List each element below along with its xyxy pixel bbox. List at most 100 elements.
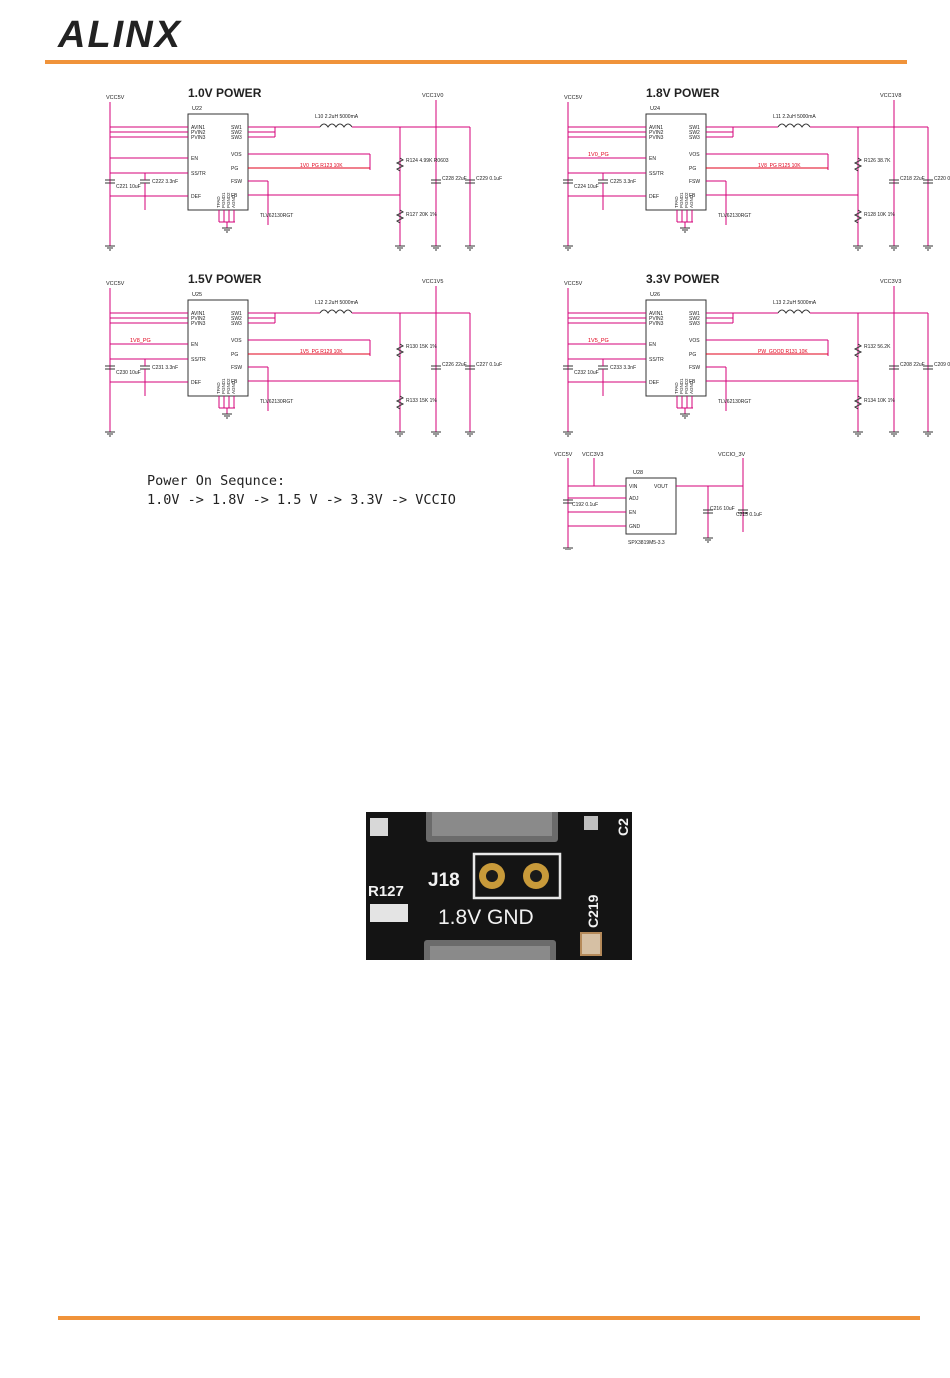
ldo-pin-adj: ADJ: [629, 496, 639, 502]
ldo-input-net-2: VCC3V3: [582, 452, 603, 458]
ic-pin-right-vos: VOS: [689, 152, 700, 158]
output-cap-2-label: C229 0.1uF: [476, 176, 502, 182]
input-net-label: VCC5V: [106, 95, 125, 101]
ic-pin-right-sw3: SW3: [231, 321, 242, 327]
inductor-label: L13 2.2uH 5000mA: [773, 300, 817, 306]
output-cap-1-label: C226 22uF: [442, 362, 467, 368]
input-net-label: VCC5V: [564, 281, 583, 287]
ic-pin-bottom-tpad: TPAD: [216, 196, 221, 208]
feedback-resistor-bottom-label: R128 10K 1%: [864, 212, 895, 218]
ic-pin-right-fsw: FSW: [689, 179, 700, 185]
ic-pin-right-sw1: SW1: [231, 125, 242, 131]
ic-pin-right-fb: FB: [231, 379, 238, 385]
ic-pin-right-fb: FB: [689, 193, 696, 199]
ic-pin-right-fsw: FSW: [231, 365, 242, 371]
ic-pin-left-en: EN: [649, 156, 656, 162]
alinx-logo: ALINX: [58, 14, 182, 56]
feedback-resistor-bottom-label: R133 15K 1%: [406, 398, 437, 404]
ic-pin-right-fb: FB: [689, 379, 696, 385]
ic-pin-left-pvin3: PVIN3: [191, 135, 206, 141]
ic-pin-right-vos: VOS: [231, 338, 242, 344]
silk-c2: C2: [615, 818, 631, 836]
ic-pin-right-sw2: SW2: [231, 316, 242, 322]
output-cap-1-label: C228 22uF: [442, 176, 467, 182]
ic-pin-right-sw2: SW2: [689, 316, 700, 322]
ic-pin-left-en: EN: [191, 156, 198, 162]
ic-pin-right-sw3: SW3: [231, 135, 242, 141]
footer-rule: [58, 1316, 920, 1320]
ic-refdes: U26: [650, 292, 660, 298]
output-cap-2-label: C227 0.1uF: [476, 362, 502, 368]
block-title: 1.8V POWER: [646, 86, 720, 100]
ic-refdes: U24: [650, 106, 660, 112]
silk-r127: R127: [368, 883, 404, 900]
ic-pin-left-sstr: SS/TR: [191, 171, 206, 177]
ic-pin-left-en: EN: [191, 342, 198, 348]
ic-pin-left-def: DEF: [191, 380, 201, 386]
silk-j18: J18: [428, 870, 460, 891]
smd-part-top-left: [370, 818, 388, 836]
enable-net-label: 1V5_PG: [588, 338, 609, 344]
output-cap-1-label: C208 22uF: [900, 362, 925, 368]
regulator-ic: [187, 113, 249, 211]
ic-pin-right-sw3: SW3: [689, 321, 700, 327]
feedback-resistor-bottom-label: R127 20K 1%: [406, 212, 437, 218]
ldo-input-cap-label: C192 0.1uF: [572, 502, 598, 508]
silk-c219: C219: [585, 894, 601, 928]
regulator-ic: [187, 299, 249, 397]
ic-pin-right-sw1: SW1: [689, 125, 700, 131]
input-net-label: VCC5V: [564, 95, 583, 101]
page-header: ALINX: [0, 0, 950, 70]
ic-pin-left-sstr: SS/TR: [649, 357, 664, 363]
inductor-label: L10 2.2uH 5000mA: [315, 114, 359, 120]
power-sequence-steps: 1.0V -> 1.8V -> 1.5 V -> 3.3V -> VCCIO: [147, 492, 456, 508]
input-cap-label: C224 10uF: [574, 184, 599, 190]
ic-pin-bottom-tpad: TPAD: [674, 196, 679, 208]
ic-pin-bottom-pgnd1: PGND1: [679, 192, 684, 208]
silk-1v8-gnd: 1.8V GND: [438, 906, 534, 929]
ic-pin-bottom-agnd: AGND: [689, 194, 694, 208]
ldo-ic: [625, 477, 677, 535]
ic-pin-bottom-pgnd2: PGND2: [684, 192, 689, 208]
output-net-label: VCC3V3: [880, 279, 901, 285]
inductor-symbol: [319, 123, 353, 128]
ic-part-number: TLV62130RGT: [718, 213, 751, 219]
ic-refdes: U25: [192, 292, 202, 298]
ic-pin-right-fb: FB: [231, 193, 238, 199]
ic-pin-left-def: DEF: [191, 194, 201, 200]
output-cap-2-label: C220 0.1uF: [934, 176, 950, 182]
ldo-pin-gnd: GND: [629, 524, 641, 530]
ic-pin-bottom-pgnd2: PGND2: [684, 378, 689, 394]
ic-pin-left-avin1: AVIN1: [191, 125, 205, 131]
ic-pin-bottom-pgnd2: PGND2: [226, 378, 231, 394]
ic-pin-left-def: DEF: [649, 194, 659, 200]
output-net-label: VCC1V8: [880, 93, 901, 99]
feedback-resistor-top-label: R126 38.7K: [864, 158, 891, 164]
ic-pin-right-vos: VOS: [689, 338, 700, 344]
ic-pin-right-fsw: FSW: [231, 179, 242, 185]
softstart-cap-label: C222 3.3nF: [152, 179, 178, 185]
ic-pin-bottom-tpad: TPAD: [674, 382, 679, 394]
ic-pin-right-sw3: SW3: [689, 135, 700, 141]
inductor-label: L11 2.2uH 5000mA: [773, 114, 816, 120]
power-sequence-title: Power On Sequnce:: [147, 473, 286, 489]
power-good-net-label: 1V0_PG R123 10K: [300, 163, 343, 169]
feedback-resistor-bottom: [395, 209, 405, 224]
ic-pin-left-pvin2: PVIN2: [191, 130, 206, 136]
power-sequence-note: Power On Sequnce: 1.0V -> 1.8V -> 1.5 V -…: [147, 472, 456, 510]
ldo-output-cap-2-label: C215 0.1uF: [736, 512, 762, 518]
ldo-output-cap-1-label: C216 10uF: [710, 506, 735, 512]
feedback-resistor-top: [853, 343, 863, 358]
ic-pin-bottom-pgnd2: PGND2: [226, 192, 231, 208]
ic-pin-left-sstr: SS/TR: [649, 171, 664, 177]
ic-pin-bottom-pgnd1: PGND1: [679, 378, 684, 394]
ic-pin-left-avin1: AVIN1: [649, 311, 663, 317]
ic-pin-right-pg: PG: [231, 166, 238, 172]
inductor-symbol: [777, 309, 811, 314]
ic-pin-right-sw1: SW1: [231, 311, 242, 317]
output-net-label: VCC1V5: [422, 279, 443, 285]
output-net-label: VCC1V0: [422, 93, 443, 99]
